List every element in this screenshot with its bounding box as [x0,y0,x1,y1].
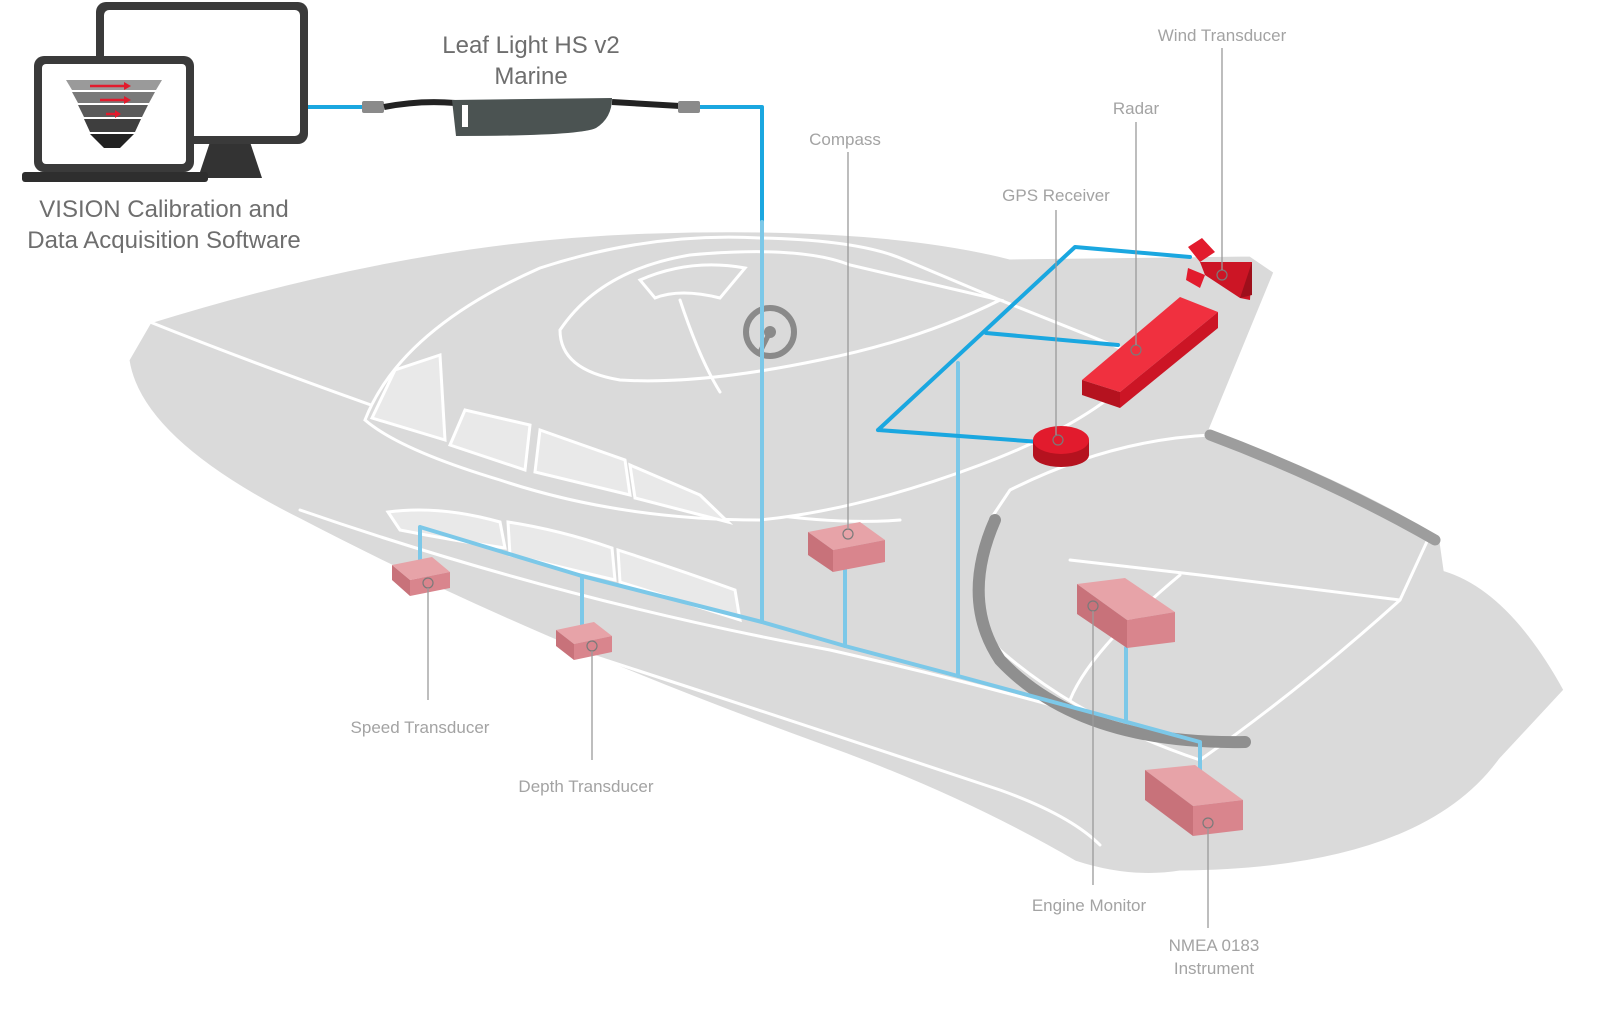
cabin-window-2 [447,408,532,473]
radar-label: Radar [1113,99,1160,118]
interface-name-line2: Marine [494,63,567,90]
speed-transducer-device [392,557,450,596]
interface-body [452,98,612,136]
cockpit-coaming [1204,429,1441,546]
hull-chine [418,598,1102,847]
gps-receiver-label: GPS Receiver [1002,186,1110,205]
hull-window-3 [616,547,742,623]
gps-receiver-device [1033,426,1089,467]
nmea-instrument-device [1145,765,1243,836]
aft-rail [972,514,1251,749]
cabin-window-4 [628,462,734,525]
compass-device [808,522,885,572]
cockpit-floor-line [1068,558,1402,602]
interface-status-led [462,105,468,127]
dsub-connector [678,101,700,113]
cable-interface-to-backbone [698,105,764,224]
wind-transducer-device [1186,238,1252,300]
nmea-label-line2: Instrument [1174,959,1255,978]
engine-monitor-device [1077,578,1175,648]
usb-connector [362,101,384,113]
labels: Leaf Light HS v2 Marine VISION Calibrati… [27,26,1286,978]
software-caption-line1: VISION Calibration and [39,196,288,223]
speed-transducer-label: Speed Transducer [351,718,490,737]
roof-hatch [637,263,748,300]
cabin-roof [558,250,1005,383]
cockpit-floor-line-2 [1068,573,1182,702]
cabin-window-1 [369,352,447,443]
interface-name-line1: Leaf Light HS v2 [442,32,619,59]
engine-monitor-label: Engine Monitor [1032,896,1147,915]
interface-cable-right [611,99,681,109]
cable-mast-network [876,245,1192,444]
hull-window-1 [385,508,507,550]
interface-cable-left [383,99,456,110]
computer-workstation [22,2,308,182]
compass-label: Compass [809,130,881,149]
monitor-stand [198,142,262,178]
label-leaders [427,48,1223,928]
network-cables [306,105,1202,782]
software-caption-line2: Data Acquisition Software [27,227,300,254]
wind-transducer-label: Wind Transducer [1158,26,1287,45]
cabin-window-3 [533,427,632,497]
vision-logo-icon [66,80,162,148]
radar-device [1082,297,1218,408]
hull-window-2 [506,520,617,582]
leaf-light-interface-device [362,98,700,136]
helm-arch [678,298,722,394]
nmea-label-line1: NMEA 0183 [1169,936,1260,955]
depth-transducer-device [556,622,612,660]
depth-transducer-label: Depth Transducer [518,777,653,796]
laptop-base [22,172,208,182]
